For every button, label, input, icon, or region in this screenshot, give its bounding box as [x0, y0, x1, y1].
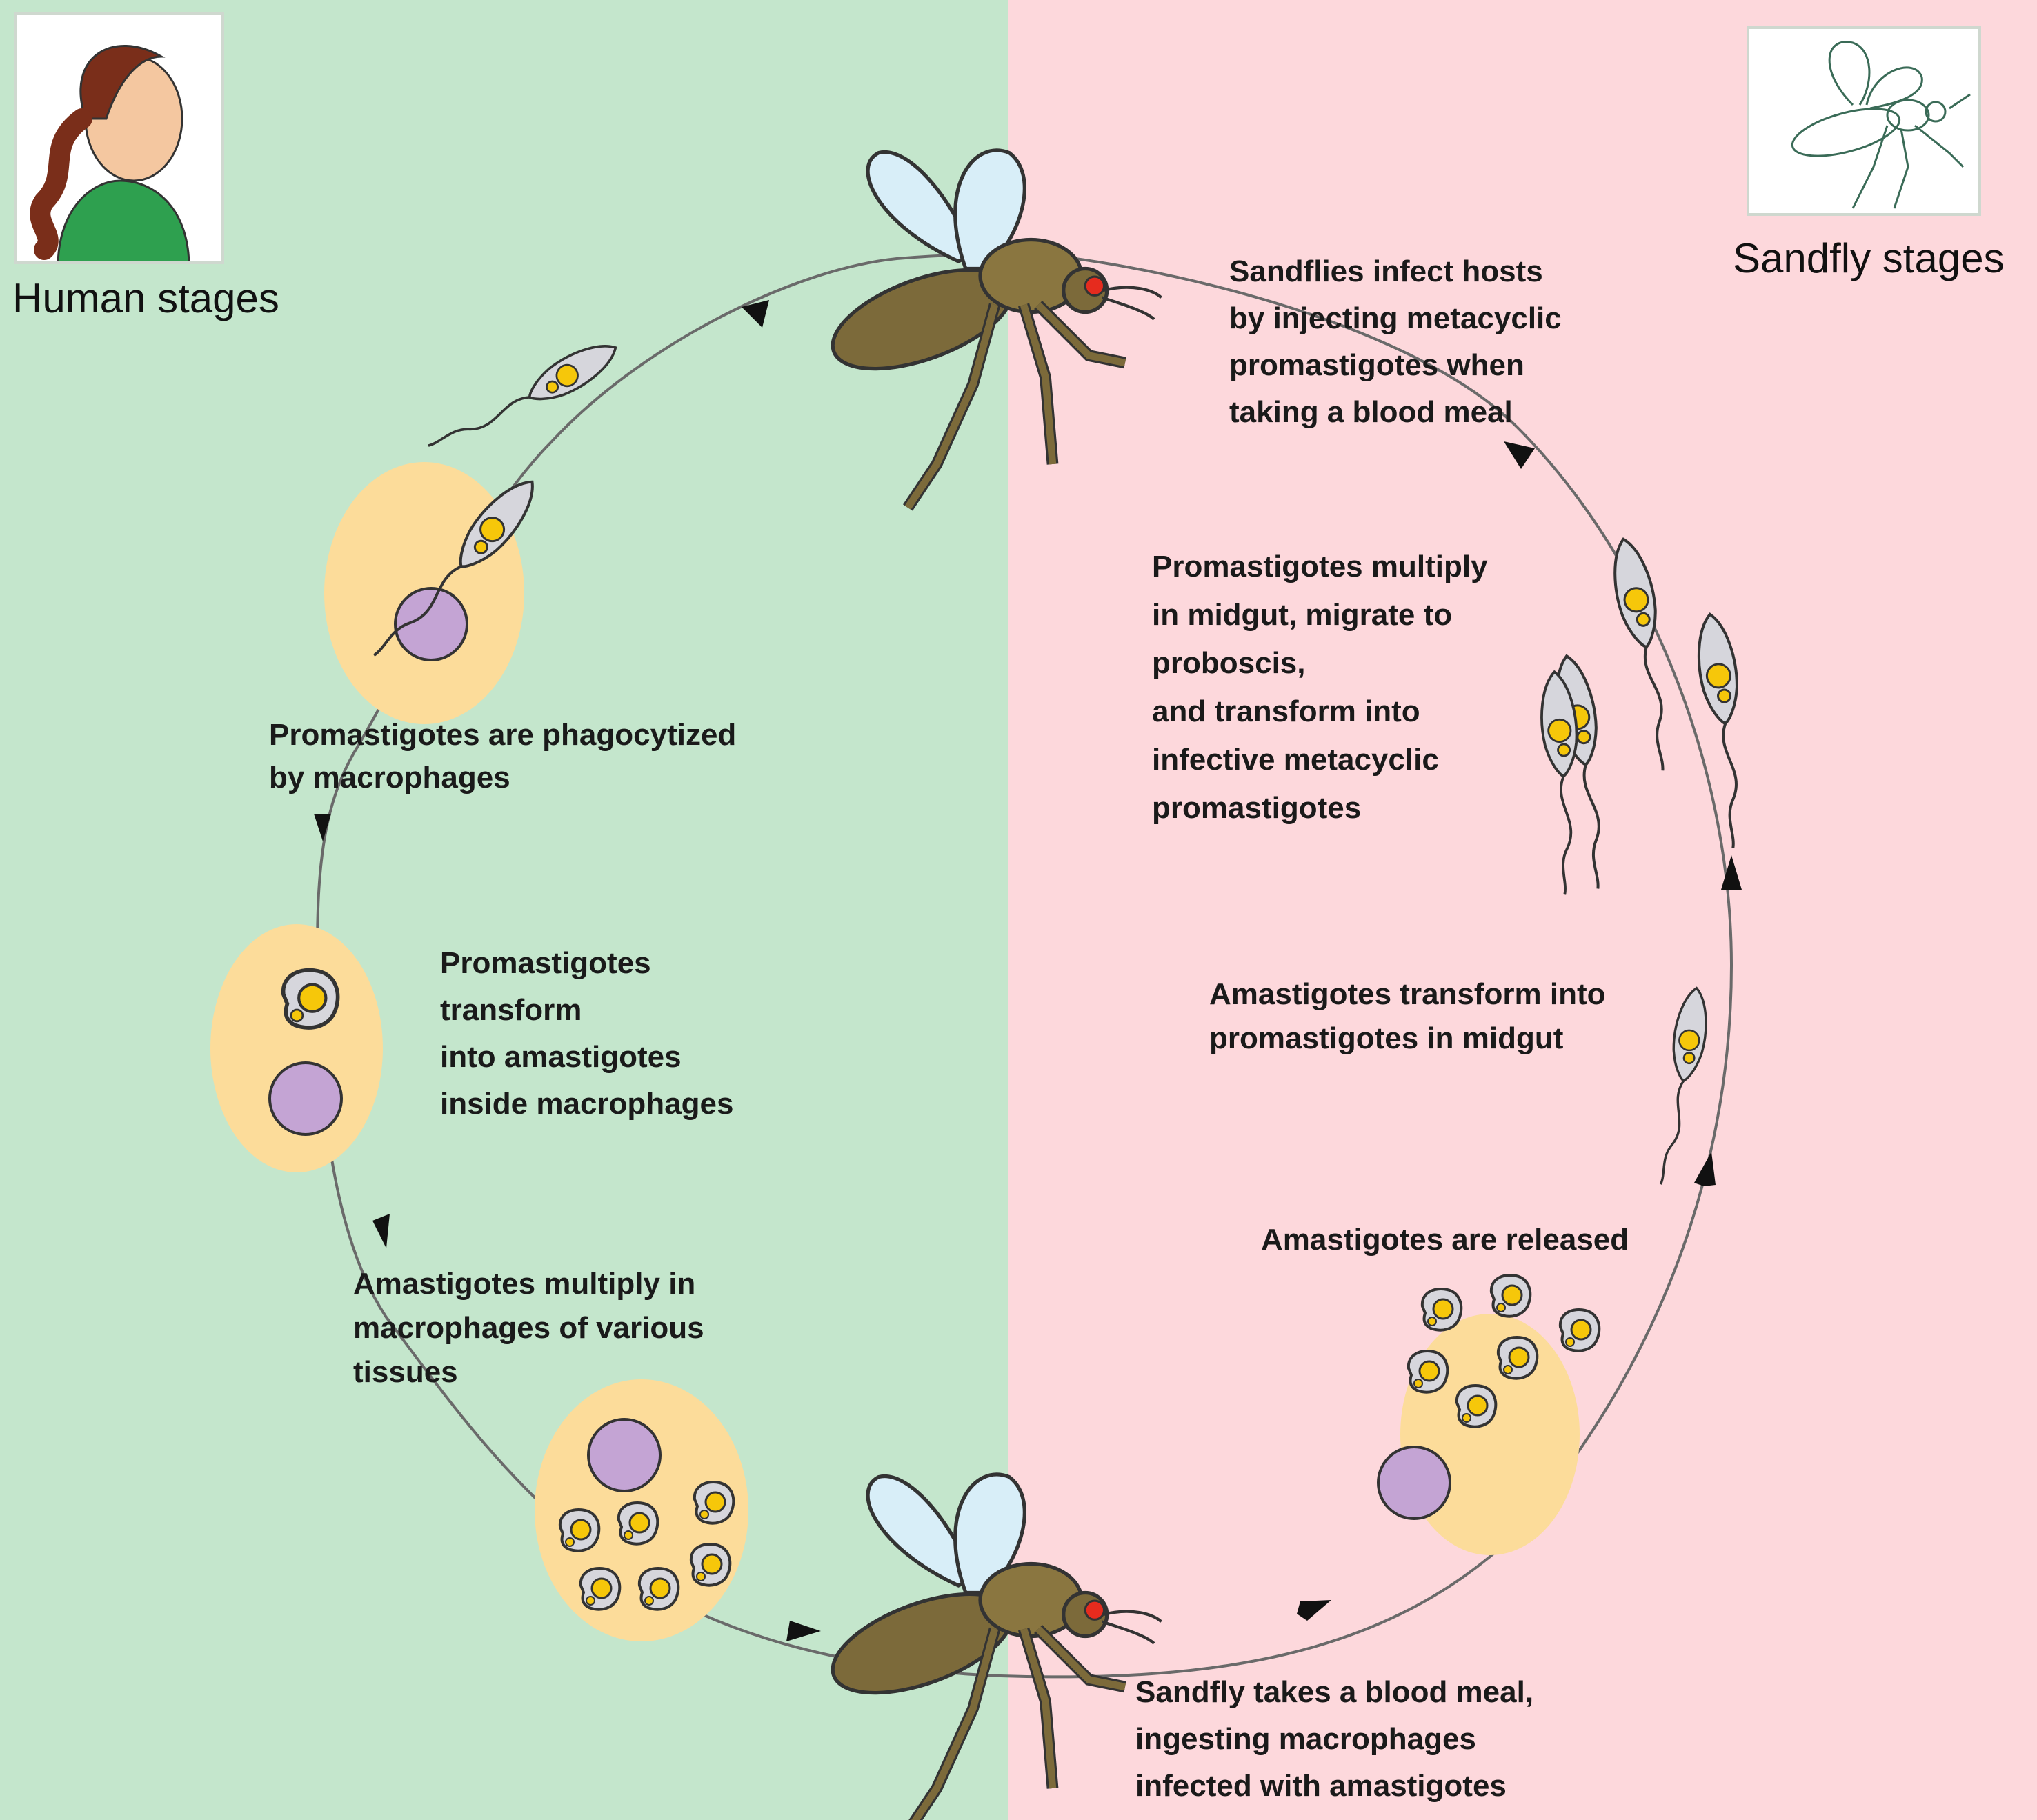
promastigotes-midgut: [1536, 534, 1762, 1189]
sandfly-stages-title: Sandfly stages: [1733, 235, 2005, 281]
step-released-label: Amastigotes are released: [1261, 1223, 1629, 1257]
arrow-head: [1297, 1600, 1331, 1621]
sandfly-bottom: [820, 1474, 1162, 1820]
human-stages-panel: [0, 0, 1008, 1820]
macrophage-phagocytosis: [324, 332, 625, 724]
cycle-arrows: [314, 300, 1742, 1641]
macrophage-transform: [210, 924, 383, 1172]
step-blood-meal-label: Sandfly takes a blood meal,ingesting mac…: [1135, 1675, 1534, 1803]
arrow-head: [1694, 1152, 1716, 1186]
arrow-head: [1721, 855, 1742, 890]
human-stages-title: Human stages: [12, 275, 279, 321]
sandfly-sketch-icon: [1747, 26, 1981, 216]
woman-portrait-icon: [14, 12, 224, 264]
sandfly-top: [820, 150, 1162, 508]
arrow-head: [1504, 441, 1535, 469]
macrophage-multiply: [535, 1379, 748, 1641]
arrow-head: [314, 814, 331, 841]
arrow-head: [742, 300, 769, 328]
arrow-head: [372, 1214, 390, 1248]
arrow-head: [786, 1621, 821, 1641]
amastigotes-released: [1377, 1274, 1601, 1555]
